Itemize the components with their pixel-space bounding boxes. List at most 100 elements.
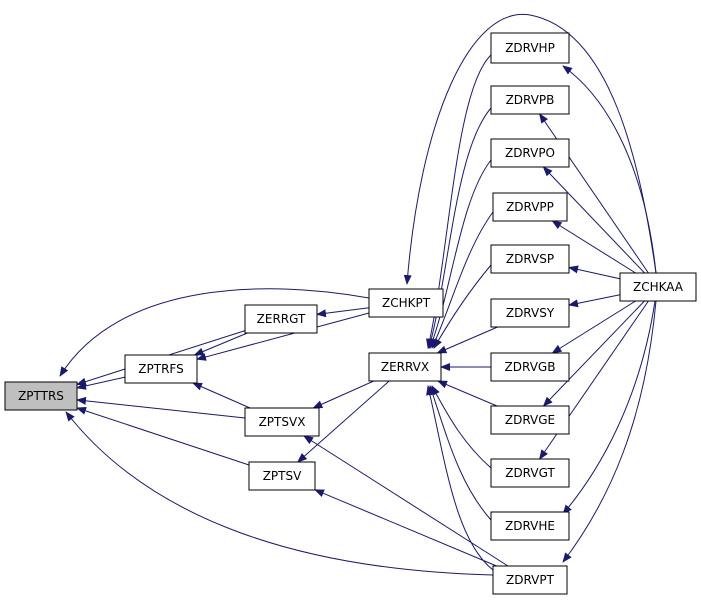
nodes-layer: ZPTTRS ZPTRFS ZERRGT ZPTSVX ZPTSV ZCHKPT ZERRV… <box>4 32 697 595</box>
edge-zptsvx-to-zptrfs <box>192 382 251 409</box>
node-box[interactable] <box>490 138 570 168</box>
node-box[interactable] <box>368 352 442 382</box>
edge-zchkaa-to-zdrvpp <box>551 220 636 274</box>
node-box[interactable] <box>124 354 198 384</box>
node-zdrvpt[interactable]: ZDRVPT <box>492 565 568 595</box>
node-zdrvgt[interactable]: ZDRVGT <box>490 458 570 488</box>
node-box[interactable] <box>490 458 570 488</box>
edge-zchkpt-to-zerrgt <box>316 307 370 318</box>
node-label: ZDRVGT <box>505 466 555 480</box>
node-label: ZCHKAA <box>633 280 684 294</box>
node-box[interactable] <box>244 407 320 437</box>
edge-zerrgt-to-zptrfs <box>193 332 248 356</box>
node-zdrvge[interactable]: ZDRVGE <box>490 405 570 435</box>
edge-line <box>568 265 621 280</box>
node-zdrvsy[interactable]: ZDRVSY <box>490 298 570 328</box>
node-zdrvhe[interactable]: ZDRVHE <box>490 511 570 541</box>
edge-line <box>76 396 246 419</box>
node-box[interactable] <box>492 565 568 595</box>
node-zchkpt[interactable]: ZCHKPT <box>368 288 444 318</box>
node-zerrgt[interactable]: ZERRGT <box>244 304 318 334</box>
edge-line <box>297 380 390 463</box>
edges-layer <box>59 13 657 576</box>
edge-line <box>196 312 370 361</box>
edge-line <box>551 220 636 274</box>
edge-line <box>192 382 251 409</box>
edge-zchkaa-to-zdrvhe <box>562 300 656 515</box>
edge-line <box>314 489 497 567</box>
edge-zchkaa-to-zdrvpt <box>562 300 657 563</box>
node-box[interactable] <box>619 272 697 302</box>
edge-zdrvpt-to-zptsvx <box>303 435 509 567</box>
node-zpttrs[interactable]: ZPTTRS <box>4 381 78 411</box>
edge-zdrvgt-to-zerrvx <box>431 385 492 469</box>
node-box[interactable] <box>490 511 570 541</box>
edge-zdrvpo-to-zerrvx <box>429 159 492 349</box>
node-zerrvx[interactable]: ZERRVX <box>368 352 442 382</box>
edge-zdrvsy-to-zerrvx <box>436 326 498 354</box>
edge-line <box>429 385 492 521</box>
edge-line <box>316 307 370 318</box>
node-zptrfs[interactable]: ZPTRFS <box>124 354 198 384</box>
edge-zdrvsp-to-zerrvx <box>433 264 492 349</box>
edge-line <box>76 376 126 390</box>
node-box[interactable] <box>244 304 318 334</box>
node-box[interactable] <box>490 85 570 115</box>
node-box[interactable] <box>248 461 316 491</box>
edge-zchkpt-to-zptrfs <box>196 312 370 361</box>
node-zptsv[interactable]: ZPTSV <box>248 461 316 491</box>
node-label: ZERRGT <box>257 312 306 326</box>
edge-line <box>433 264 492 349</box>
node-label: ZDRVGE <box>505 413 555 427</box>
edge-line <box>437 380 498 407</box>
edge-line <box>303 435 509 567</box>
edge-line <box>429 159 492 349</box>
node-box[interactable] <box>490 405 570 435</box>
node-label: ZPTRFS <box>138 362 183 376</box>
edge-zptrfs-to-zpttrs <box>76 376 126 390</box>
edge-line <box>431 385 492 469</box>
edge-line <box>562 65 657 274</box>
edge-line <box>568 294 621 308</box>
node-box[interactable] <box>490 244 570 274</box>
node-box[interactable] <box>492 192 568 222</box>
node-zdrvhp[interactable]: ZDRVHP <box>490 32 570 64</box>
edge-zdrvge-to-zerrvx <box>437 380 498 407</box>
edge-line <box>59 288 370 377</box>
node-zchkaa[interactable]: ZCHKAA <box>619 272 697 302</box>
node-zdrvpp[interactable]: ZDRVPP <box>492 192 568 222</box>
node-zdrvgb[interactable]: ZDRVGB <box>490 352 570 382</box>
node-label: ZDRVPT <box>506 573 555 587</box>
node-label: ZCHKPT <box>382 296 431 310</box>
edge-line <box>562 300 657 563</box>
edge-zdrvhe-to-zerrvx <box>429 385 492 521</box>
node-box[interactable] <box>368 288 444 318</box>
edge-zchkaa-to-zdrvhp <box>562 65 657 274</box>
node-label: ZDRVPB <box>506 93 555 107</box>
node-label: ZDRVGB <box>505 360 556 374</box>
node-zdrvpb[interactable]: ZDRVPB <box>490 85 570 115</box>
node-box[interactable] <box>490 352 570 382</box>
edge-zerrvx-to-zptsvx <box>312 380 374 409</box>
edge-zdrvpt-to-zerrvx <box>426 385 494 571</box>
edge-line <box>562 300 656 515</box>
edge-line <box>65 411 494 576</box>
node-box[interactable] <box>490 32 570 64</box>
node-label: ZDRVHP <box>505 41 555 55</box>
edge-zchkaa-to-zdrvsy <box>568 294 621 308</box>
node-zdrvsp[interactable]: ZDRVSP <box>490 244 570 274</box>
node-box[interactable] <box>4 381 78 411</box>
node-box[interactable] <box>490 298 570 328</box>
edge-zchkaa-to-zchkpt <box>403 13 657 285</box>
node-label: ZDRVPP <box>506 200 554 214</box>
node-zdrvpo[interactable]: ZDRVPO <box>490 138 570 168</box>
edge-zchkaa-to-zdrvsp <box>568 265 621 280</box>
node-label: ZDRVPO <box>505 146 555 160</box>
node-label: ZDRVSP <box>506 252 554 266</box>
edge-zchkaa-to-zdrvpo <box>542 166 645 274</box>
node-zptsvx[interactable]: ZPTSVX <box>244 407 320 437</box>
edge-line <box>76 407 250 466</box>
edge-zdrvpp-to-zerrvx <box>431 211 494 349</box>
edge-line <box>542 166 645 274</box>
